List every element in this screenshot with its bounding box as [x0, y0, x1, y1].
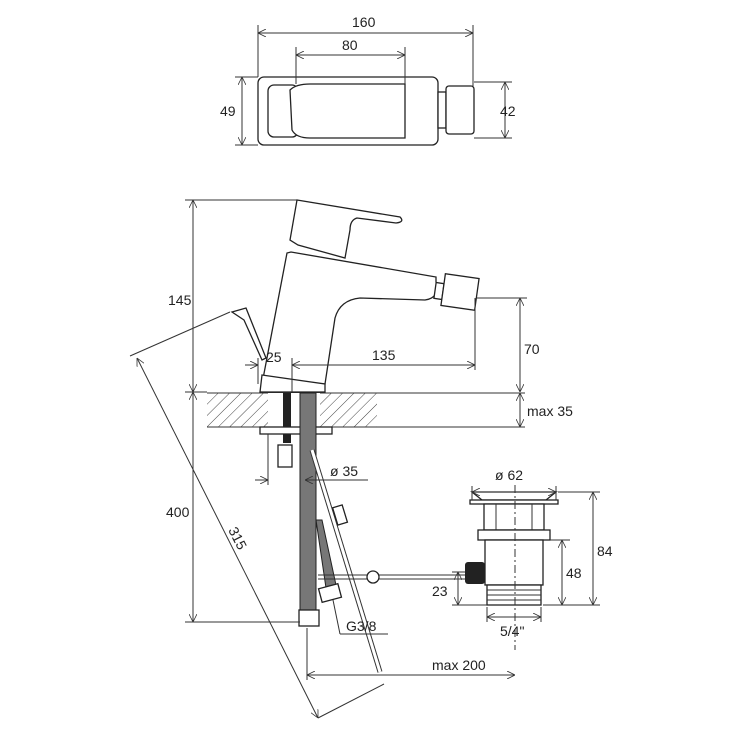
fixing-nut	[277, 444, 293, 468]
dim-70: 70	[524, 341, 540, 357]
dim-400: 400	[166, 504, 190, 520]
drain-flange	[477, 529, 551, 541]
pop-up-knob	[230, 307, 267, 361]
mixer-body	[261, 251, 438, 385]
dim-max-35: max 35	[527, 403, 573, 419]
dim-drain-62: ø 62	[495, 467, 523, 483]
dim-23: 23	[432, 583, 448, 599]
dim-160: 160	[352, 14, 376, 30]
label-g3-8: G3/8	[346, 618, 377, 634]
dim-hole-35: ø 35	[330, 463, 358, 479]
flexible-hose-2	[315, 519, 337, 589]
dim-135: 135	[372, 347, 396, 363]
flexible-hose-1	[299, 392, 317, 619]
pop-up-rod	[310, 449, 382, 673]
side-view: 145 400 25 135 70 max 35 ø 35 G3/8 max 2…	[129, 199, 573, 718]
dim-25: 25	[266, 349, 282, 365]
rod-clamp	[366, 570, 380, 584]
dim-48: 48	[566, 565, 582, 581]
dim-315: 315	[225, 524, 250, 552]
dim-80: 80	[342, 37, 358, 53]
dim-max-200: max 200	[432, 657, 486, 673]
drain-plug	[470, 491, 558, 501]
lever-top	[289, 83, 406, 139]
nozzle-top	[445, 85, 475, 135]
nozzle-neck-top	[437, 91, 447, 129]
drain-lever-joint	[465, 562, 485, 584]
dim-145: 145	[168, 292, 192, 308]
lever	[289, 199, 403, 259]
dim-84: 84	[597, 543, 613, 559]
drain-body	[484, 539, 544, 586]
top-view: 160 80 49 42	[220, 14, 516, 146]
drain-waste: ø 62 84 48 23 5/4"	[432, 467, 613, 650]
hose-nut-2	[317, 582, 343, 604]
dim-thread-5-4: 5/4"	[500, 623, 524, 639]
hose-nut-1	[298, 609, 320, 627]
dim-49: 49	[220, 103, 236, 119]
mounting-plate	[259, 426, 333, 435]
bidet-nozzle	[440, 273, 480, 311]
threaded-rod	[283, 393, 291, 443]
dim-42: 42	[500, 103, 516, 119]
